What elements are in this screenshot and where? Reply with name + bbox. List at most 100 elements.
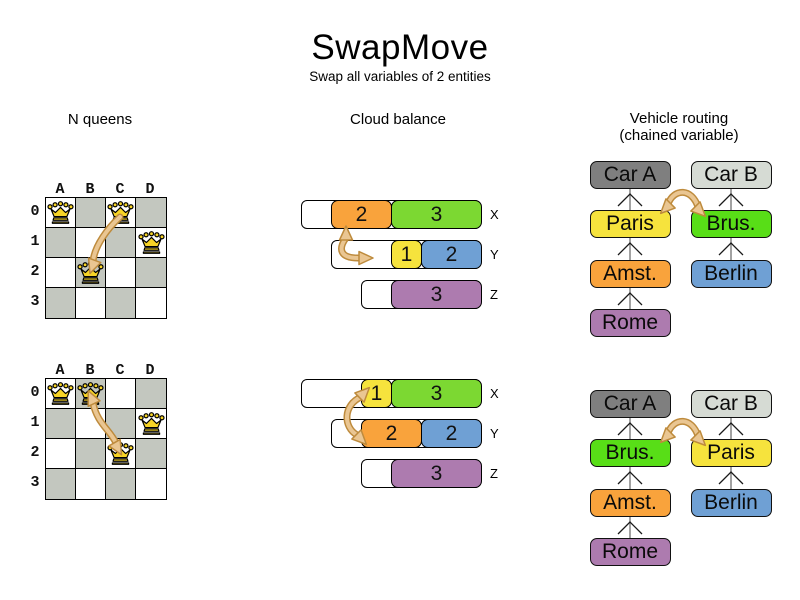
chess-grid: [45, 378, 167, 500]
process-box: 2: [421, 419, 482, 448]
board-cell: [136, 439, 166, 469]
board-cell: [76, 258, 106, 288]
board-col-header: C: [115, 181, 125, 198]
board-cell: [76, 288, 106, 318]
board-cell: [76, 198, 106, 228]
chain-arrowhead-icon: [718, 242, 744, 256]
board-cell: [46, 258, 76, 288]
swap-arrow-outline: [664, 188, 702, 211]
process-box: 1: [391, 240, 422, 269]
chain-arrowhead-icon: [718, 422, 744, 436]
chain-arrowhead-icon: [718, 193, 744, 207]
vehicle-node: Paris: [589, 210, 671, 238]
swap-arrow-outline: [664, 417, 702, 440]
process-box: 2: [361, 419, 422, 448]
computer-label: Y: [490, 426, 499, 441]
board-row-header: 2: [30, 444, 40, 461]
vehicle-node: Car B: [690, 390, 772, 418]
board-col-header: D: [145, 181, 155, 198]
vehicle-node: Rome: [589, 309, 671, 337]
process-box: 3: [391, 280, 482, 309]
vehicle-node: Amst.: [589, 489, 671, 517]
board-cell: [106, 258, 136, 288]
board-cell: [136, 379, 166, 409]
vehicle-section-label: Vehicle routing (chained variable): [579, 110, 779, 144]
process-box: 3: [391, 459, 482, 488]
vehicle-node: Amst.: [589, 260, 671, 288]
board-cell: [76, 469, 106, 499]
computer-label: X: [490, 386, 499, 401]
board-cell: [106, 288, 136, 318]
chain-arrowhead-icon: [718, 471, 744, 485]
chain-arrowhead-icon: [617, 193, 643, 207]
vehicle-node: Brus.: [690, 210, 772, 238]
chain-arrowhead-icon: [617, 292, 643, 306]
process-box: 1: [361, 379, 392, 408]
vehicle-node: Car B: [690, 161, 772, 189]
board-cell: [136, 409, 166, 439]
page-subtitle: Swap all variables of 2 entities: [309, 69, 491, 84]
board-row-header: 2: [30, 263, 40, 280]
chain-arrowhead-icon: [617, 422, 643, 436]
swap-arrow: [666, 419, 700, 438]
board-col-header: B: [85, 362, 95, 379]
board-cell: [106, 409, 136, 439]
process-box: 3: [391, 200, 482, 229]
computer-label: X: [490, 207, 499, 222]
swap-arrow: [666, 190, 700, 209]
board-cell: [136, 469, 166, 499]
board-row-header: 1: [30, 414, 40, 431]
board-cell: [46, 439, 76, 469]
board-col-header: D: [145, 362, 155, 379]
board-cell: [76, 379, 106, 409]
chain-arrowhead-icon: [617, 521, 643, 535]
board-col-header: A: [55, 362, 65, 379]
board-cell: [46, 379, 76, 409]
board-cell: [46, 198, 76, 228]
board-cell: [136, 228, 166, 258]
board-cell: [76, 228, 106, 258]
vehicle-node: Brus.: [589, 439, 671, 467]
page-title: SwapMove: [311, 28, 489, 67]
vehicle-node: Car A: [589, 390, 671, 418]
board-cell: [76, 409, 106, 439]
computer-label: Z: [490, 466, 498, 481]
cloud-section-label: Cloud balance: [350, 111, 446, 128]
chain-arrowhead-icon: [617, 471, 643, 485]
queen-icon: [107, 201, 134, 224]
process-box: 2: [331, 200, 392, 229]
board-cell: [136, 198, 166, 228]
board-col-header: B: [85, 181, 95, 198]
board-cell: [106, 228, 136, 258]
computer-label: Y: [490, 247, 499, 262]
computer-label: Z: [490, 287, 498, 302]
nqueens-section-label: N queens: [67, 111, 133, 128]
board-cell: [106, 379, 136, 409]
queen-icon: [107, 442, 134, 465]
vehicle-node: Rome: [589, 538, 671, 566]
board-cell: [136, 288, 166, 318]
queen-icon: [137, 412, 165, 435]
vehicle-node: Berlin: [690, 260, 772, 288]
board-cell: [106, 469, 136, 499]
board-cell: [46, 469, 76, 499]
board-cell: [76, 439, 106, 469]
vehicle-node: Berlin: [690, 489, 772, 517]
vehicle-section-label-line2: (chained variable): [619, 127, 739, 144]
queen-icon: [77, 382, 104, 405]
board-row-header: 1: [30, 233, 40, 250]
board-row-header: 3: [30, 293, 40, 310]
queen-icon: [47, 201, 74, 224]
board-row-header: 0: [30, 203, 40, 220]
board-cell: [106, 439, 136, 469]
board-cell: [46, 228, 76, 258]
board-cell: [46, 409, 76, 439]
chess-grid: [45, 197, 167, 319]
vehicle-section-label-line1: Vehicle routing: [629, 110, 729, 127]
board-row-header: 0: [30, 384, 40, 401]
queen-icon: [77, 261, 104, 284]
process-box: 2: [421, 240, 482, 269]
process-box: 3: [391, 379, 482, 408]
